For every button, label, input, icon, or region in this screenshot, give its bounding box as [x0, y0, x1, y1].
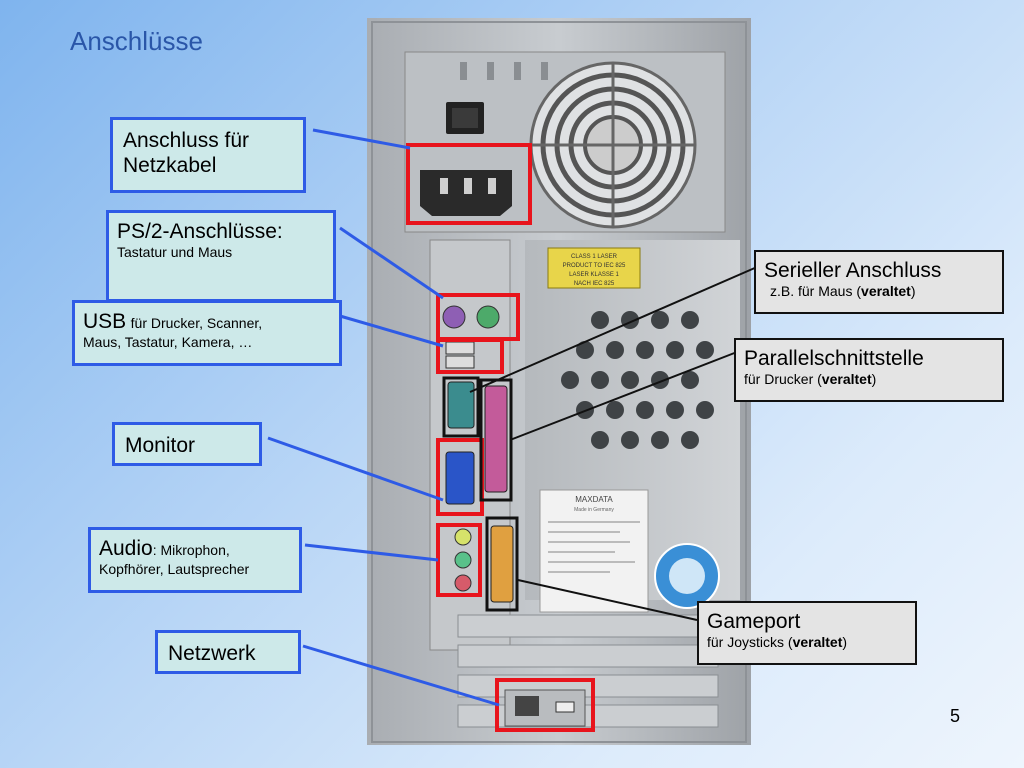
gameport-connector: [490, 525, 514, 603]
pointer-monitor: [267, 436, 444, 502]
brand-sub-text: Made in Germany: [574, 507, 614, 513]
outline-gameport: [485, 516, 519, 612]
usb-port-2: [445, 355, 475, 369]
label-audio: Audio: Mikrophon, Kopfhörer, Lautspreche…: [88, 527, 302, 593]
label-power: Anschluss für Netzkabel: [110, 117, 306, 193]
laser-warning-label: [547, 247, 641, 289]
rj45-port: [515, 696, 539, 716]
label-usb: USB für Drucker, Scanner, Maus, Tastatur…: [72, 300, 342, 366]
label-network: Netzwerk: [155, 630, 301, 674]
pointer-parallel: [509, 351, 738, 441]
label-monitor: Monitor: [112, 422, 262, 466]
pointer-ps2: [339, 226, 444, 300]
label-audio-desc1: : Mikrophon,: [152, 542, 230, 558]
label-gameport-title: Gameport: [707, 610, 801, 633]
outline-serial: [442, 376, 480, 438]
serial-port: [447, 381, 475, 429]
laser-line-1: CLASS 1 LASER: [571, 254, 618, 260]
label-serial: Serieller Anschluss z.B. für Maus (veral…: [754, 250, 1004, 314]
slide-title: Anschlüsse: [70, 26, 203, 56]
ps2-keyboard-port: [476, 305, 500, 329]
ps2-mouse-port: [442, 305, 466, 329]
label-audio-title: Audio: [99, 537, 153, 560]
label-monitor-title: Monitor: [125, 434, 196, 457]
label-ps2-title: PS/2-Anschlüsse:: [117, 220, 283, 243]
laser-line-3: LASER KLASSE 1: [569, 272, 619, 278]
label-gameport: Gameport für Joysticks (veraltet): [697, 601, 917, 665]
vent-grid: [561, 311, 714, 449]
label-parallel-desc: für Drucker (veraltet): [744, 371, 877, 388]
brand-text: MAXDATA: [575, 495, 613, 504]
audio-jack-out: [454, 551, 472, 569]
vga-port: [445, 451, 475, 505]
highlight-power: [406, 143, 532, 225]
pointer-usb: [339, 314, 444, 348]
label-usb-desc1: für Drucker,: [130, 315, 207, 331]
label-serial-desc: z.B. für Maus (veraltet): [770, 283, 916, 300]
label-power-line2: Netzkabel: [123, 154, 217, 178]
label-usb-desc1b: Scanner,: [206, 315, 263, 331]
parallel-port: [484, 385, 508, 493]
psu-fan: [529, 61, 697, 229]
pointer-audio: [304, 543, 439, 562]
laser-line-2: PRODUCT TO IEC 825: [563, 263, 626, 269]
laser-line-4: NACH IEC 825: [574, 281, 615, 287]
audio-jack-in: [454, 574, 472, 592]
label-network-title: Netzwerk: [168, 642, 256, 665]
label-ps2-desc: Tastatur und Maus: [117, 244, 233, 261]
label-ps2: PS/2-Anschlüsse: Tastatur und Maus: [106, 210, 336, 302]
pointer-power: [312, 128, 411, 150]
pointer-gameport: [517, 579, 698, 621]
label-usb-desc2: Maus, Tastatur, Kamera, …: [83, 334, 253, 351]
pointer-network: [302, 644, 500, 707]
label-parallel: Parallelschnittstelle für Drucker (veral…: [734, 338, 1004, 402]
audio-jack-mic: [454, 528, 472, 546]
label-usb-title: USB: [83, 310, 127, 333]
label-audio-desc2: Kopfhörer, Lautsprecher: [99, 561, 250, 578]
label-parallel-title: Parallelschnittstelle: [744, 347, 924, 370]
highlight-usb: [436, 338, 504, 374]
usb-port-1: [445, 341, 475, 355]
pointer-serial: [469, 266, 758, 393]
power-socket: [420, 170, 512, 216]
page-number: 5: [949, 706, 960, 726]
label-serial-title: Serieller Anschluss: [764, 259, 942, 282]
label-gameport-desc: für Joysticks (veraltet): [707, 634, 848, 651]
label-power-line1: Anschluss für: [123, 129, 250, 152]
